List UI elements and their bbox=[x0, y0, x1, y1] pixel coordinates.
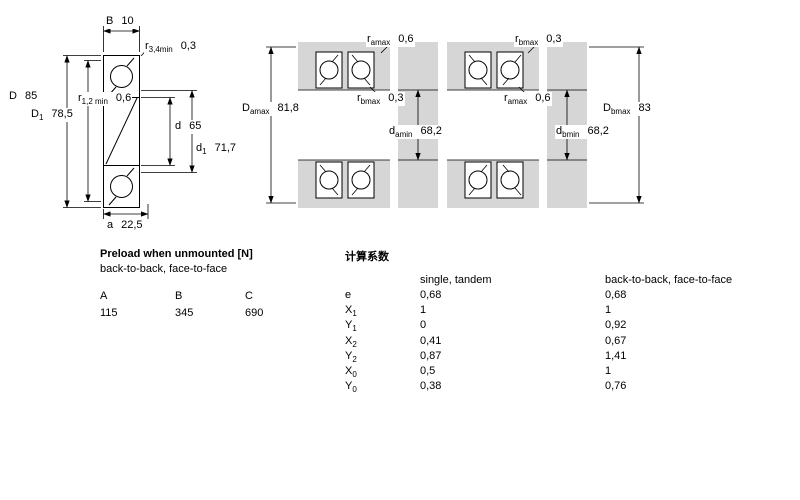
calculation-factors-section: 计算系数 single, tandem back-to-back, face-t… bbox=[345, 248, 795, 394]
factor-label: X1 bbox=[345, 304, 357, 319]
preload-subtitle: back-to-back, face-to-face bbox=[100, 263, 228, 275]
factor-label: X0 bbox=[345, 364, 357, 380]
preload-value-a: 115 bbox=[100, 307, 118, 319]
preload-section: Preload when unmounted [N] back-to-back,… bbox=[100, 248, 305, 322]
factors-grid: single, tandem back-to-back, face-to-fac… bbox=[345, 273, 795, 394]
preload-header-c: C bbox=[245, 290, 253, 302]
preload-grid: A B C 115 345 690 bbox=[100, 288, 305, 322]
factor-value-single: 0,68 bbox=[420, 289, 442, 301]
arrangement-1-drawing bbox=[266, 42, 438, 208]
factors-header-blank bbox=[345, 273, 420, 288]
factor-value-btb: 0,67 bbox=[605, 334, 627, 347]
factor-label: Y0 bbox=[345, 380, 357, 395]
factor-value-btb: 0,76 bbox=[605, 380, 627, 393]
factor-label: X2 bbox=[345, 334, 357, 349]
factor-value-btb: 1 bbox=[605, 304, 612, 317]
factor-value-btb: 1 bbox=[605, 364, 612, 377]
factor-value-btb: 1,41 bbox=[605, 349, 627, 362]
factor-label: Y2 bbox=[345, 349, 357, 364]
technical-drawing bbox=[63, 26, 644, 219]
preload-header-a: A bbox=[100, 290, 108, 302]
arrangement-2-drawing bbox=[447, 42, 644, 208]
bearing-cross-section bbox=[103, 55, 140, 208]
factor-label: e bbox=[345, 289, 352, 301]
factor-value-btb: 0,68 bbox=[605, 289, 627, 301]
factors-title: 计算系数 bbox=[345, 251, 389, 263]
factor-value-single: 0,41 bbox=[420, 334, 442, 347]
factor-value-single: 0,38 bbox=[420, 380, 442, 393]
preload-value-b: 345 bbox=[175, 307, 194, 319]
preload-header-b: B bbox=[175, 290, 183, 302]
preload-title: Preload when unmounted [N] bbox=[100, 248, 253, 260]
factor-value-single: 0 bbox=[420, 319, 427, 332]
preload-value-c: 690 bbox=[245, 307, 264, 319]
factors-header-single-tandem: single, tandem bbox=[420, 274, 492, 286]
bearing-dimension-lines bbox=[63, 26, 197, 219]
factor-value-single: 0,87 bbox=[420, 349, 442, 362]
factor-value-btb: 0,92 bbox=[605, 319, 627, 332]
factors-header-back-to-back: back-to-back, face-to-face bbox=[605, 274, 733, 286]
factor-value-single: 1 bbox=[420, 304, 427, 317]
factor-value-single: 0,5 bbox=[420, 364, 436, 377]
factor-label: Y1 bbox=[345, 319, 357, 334]
